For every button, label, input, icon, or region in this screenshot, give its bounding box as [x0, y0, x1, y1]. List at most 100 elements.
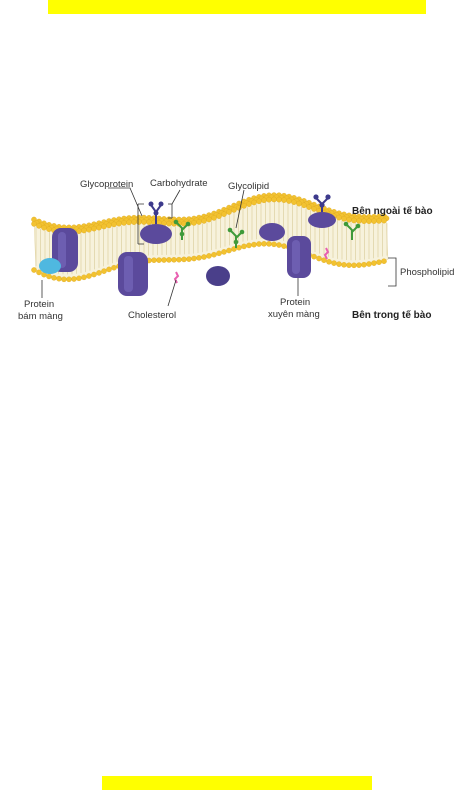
lipid-head	[211, 251, 217, 258]
lipid-head	[361, 218, 367, 224]
lipid-head	[281, 243, 287, 249]
lipid-head	[221, 249, 227, 255]
lipid-head	[176, 256, 182, 263]
lipid-head	[96, 224, 102, 231]
lipid-head	[351, 217, 357, 224]
label-integral-protein-line2: xuyên màng	[268, 309, 320, 320]
lipid-head	[41, 224, 47, 231]
lipid-head	[86, 273, 92, 279]
lipid-head	[111, 264, 117, 271]
lipid-head	[336, 214, 342, 221]
lipid-head	[256, 198, 262, 205]
bottom-banner	[102, 776, 372, 790]
lipid-head	[146, 219, 152, 225]
lipid-head	[326, 259, 332, 265]
lipid-head	[371, 260, 377, 266]
lipid-head	[241, 203, 247, 209]
lipid-head	[266, 241, 272, 247]
lipid-head	[151, 257, 157, 263]
lipid-head	[251, 241, 257, 248]
lipid-head	[381, 217, 387, 224]
lipid-head	[101, 268, 107, 274]
lipid-head	[86, 226, 92, 233]
label-peripheral-protein-line2: bám màng	[18, 311, 63, 322]
label-cholesterol: Cholesterol	[128, 310, 176, 321]
lipid-head	[161, 257, 167, 263]
lipid-head	[336, 261, 342, 267]
lipid-head	[231, 207, 237, 213]
glycoprotein	[140, 201, 172, 244]
lipid-head	[216, 213, 222, 219]
lipid-head	[226, 247, 232, 254]
lipid-head	[191, 220, 197, 226]
label-carbohydrate: Carbohydrate	[150, 178, 208, 189]
lipid-head	[376, 259, 382, 265]
lipid-head	[91, 271, 97, 278]
label-glycoprotein: Glycoprotein	[80, 179, 133, 190]
lipid-head	[31, 221, 37, 227]
lipid-head	[281, 197, 287, 203]
lipid-head	[201, 254, 207, 260]
lipid-head	[196, 255, 202, 261]
lipid-head	[106, 222, 112, 229]
lipid-head	[341, 262, 347, 268]
lipid-head	[226, 209, 232, 215]
lipid-head	[31, 267, 37, 273]
lipid-head	[191, 255, 197, 262]
lipid-head	[246, 201, 252, 207]
lipid-head	[346, 262, 352, 268]
lipid-head	[156, 257, 162, 263]
lipid-head	[46, 273, 52, 280]
lipid-head	[236, 244, 242, 251]
lipid-head	[246, 242, 252, 249]
lipid-head	[351, 262, 357, 269]
glycoprotein-right	[308, 194, 336, 228]
lipid-head	[321, 257, 327, 263]
lipid-head	[186, 256, 192, 262]
lipid-head	[286, 198, 292, 204]
lipid-head	[131, 219, 137, 225]
lipid-head	[56, 275, 62, 282]
cell-membrane-diagram: Glycoprotein Carbohydrate Glycolipid Bên…	[18, 178, 454, 322]
lipid-head	[111, 221, 117, 228]
label-phospholipid: Phospholipid	[400, 267, 454, 278]
integral-protein-center	[118, 252, 148, 296]
lipid-head	[91, 225, 97, 232]
lipid-head	[81, 227, 87, 234]
lipid-head	[306, 204, 312, 210]
lipid-head	[126, 219, 132, 226]
lipid-head	[271, 196, 277, 203]
lipid-head	[361, 261, 367, 268]
lipid-head	[356, 262, 362, 268]
lipid-head	[311, 253, 317, 260]
glycolipid-3	[343, 221, 361, 240]
lipid-head	[66, 276, 72, 283]
integral-protein-right	[287, 236, 311, 278]
lipid-head	[166, 257, 172, 263]
label-integral-protein-line1: Protein	[280, 297, 310, 308]
label-inside-cell: Bên trong tế bào	[352, 309, 431, 321]
top-banner	[48, 0, 426, 14]
lipid-head	[221, 211, 227, 217]
lipid-head	[261, 241, 267, 247]
lipid-head	[291, 199, 297, 205]
lipid-head	[271, 241, 277, 248]
lipid-head	[181, 256, 187, 263]
lipid-head	[101, 223, 107, 230]
lipid-head	[211, 215, 217, 221]
lipid-head	[216, 250, 222, 257]
lipid-head	[61, 276, 67, 283]
lipid-head	[356, 218, 362, 224]
lipid-head	[81, 274, 87, 281]
outer-leaflet-heads	[31, 192, 390, 235]
lipid-head	[166, 220, 172, 227]
lipid-head	[106, 266, 112, 273]
lipid-head	[196, 219, 202, 225]
lipid-head	[116, 220, 122, 227]
glycolipid-2	[227, 227, 245, 248]
lipid-head	[276, 242, 282, 248]
lipid-head	[241, 243, 247, 250]
lipid-head	[296, 200, 302, 207]
lipid-head	[121, 220, 127, 226]
inner-protein	[206, 266, 230, 286]
